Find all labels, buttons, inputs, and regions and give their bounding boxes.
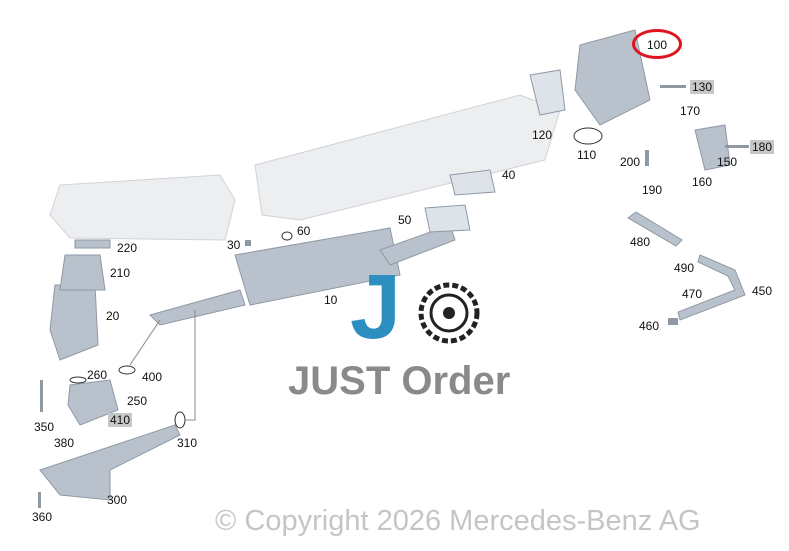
bolt-130 <box>660 85 686 88</box>
part-label-400[interactable]: 400 <box>142 370 163 384</box>
copyright-watermark: © Copyright 2026 Mercedes-Benz AG <box>215 505 701 537</box>
part-label-10[interactable]: 10 <box>324 293 338 307</box>
part-label-200[interactable]: 200 <box>620 155 641 169</box>
gasket-50 <box>424 204 471 233</box>
part-label-450[interactable]: 450 <box>752 284 773 298</box>
intake-manifold-right <box>254 94 561 221</box>
throttle-flange <box>694 124 731 171</box>
part-label-170[interactable]: 170 <box>680 104 701 118</box>
part-label-130[interactable]: 130 <box>690 80 715 94</box>
highlight-circle-100 <box>632 29 682 59</box>
leader-line-310 <box>186 310 196 421</box>
part-label-300[interactable]: 300 <box>107 493 128 507</box>
part-label-380[interactable]: 380 <box>54 436 75 450</box>
bolt-200 <box>645 150 649 166</box>
part-label-360[interactable]: 360 <box>32 510 53 524</box>
part-label-480[interactable]: 480 <box>630 235 651 249</box>
part-label-210[interactable]: 210 <box>110 266 131 280</box>
part-label-260[interactable]: 260 <box>87 368 108 382</box>
part-label-470[interactable]: 470 <box>682 287 703 301</box>
gasket-40 <box>449 169 496 196</box>
bolt-350 <box>40 380 43 412</box>
logo-letter: J <box>350 256 402 358</box>
bolt-360 <box>38 492 41 508</box>
logo-text: JUST Order <box>288 359 511 403</box>
intake-manifold-left <box>49 174 236 241</box>
o-ring-310 <box>174 411 186 429</box>
egr-valve <box>574 29 651 126</box>
part-label-410[interactable]: 410 <box>108 413 133 427</box>
gasket-220 <box>74 239 111 249</box>
leader-line-400 <box>129 319 161 366</box>
o-ring-60 <box>281 231 293 241</box>
part-label-250[interactable]: 250 <box>127 394 148 408</box>
part-label-190[interactable]: 190 <box>642 183 663 197</box>
o-ring-400 <box>118 365 136 375</box>
egr-pipe-upper <box>379 224 456 266</box>
part-label-220[interactable]: 220 <box>117 241 138 255</box>
egr-cooler <box>234 227 401 306</box>
part-label-30[interactable]: 30 <box>227 238 241 252</box>
part-label-350[interactable]: 350 <box>34 420 55 434</box>
part-label-110[interactable]: 110 <box>577 148 597 162</box>
part-label-310[interactable]: 310 <box>177 436 198 450</box>
bolt-460 <box>668 318 678 325</box>
part-label-490[interactable]: 490 <box>674 261 695 275</box>
pipe-300 <box>39 424 181 501</box>
gasket-210 <box>59 254 106 291</box>
part-label-160[interactable]: 160 <box>692 175 713 189</box>
part-label-180[interactable]: 180 <box>750 140 775 154</box>
part-label-60[interactable]: 60 <box>297 224 311 238</box>
part-label-40[interactable]: 40 <box>502 168 516 182</box>
bearing-logo-icon <box>418 282 480 344</box>
part-label-150[interactable]: 150 <box>717 155 738 169</box>
part-label-100[interactable]: 100 <box>647 38 668 52</box>
part-label-460[interactable]: 460 <box>639 319 660 333</box>
o-ring-260 <box>69 376 87 384</box>
part-label-120[interactable]: 120 <box>532 128 553 142</box>
part-label-50[interactable]: 50 <box>398 213 412 227</box>
bolt-30 <box>245 240 251 246</box>
egr-pipe <box>149 289 246 326</box>
gasket-120 <box>529 69 566 116</box>
o-ring-110 <box>573 127 603 145</box>
part-label-20[interactable]: 20 <box>106 309 120 323</box>
bolt-180 <box>725 145 749 148</box>
pipe-250 <box>67 379 119 426</box>
pipe-450 <box>677 254 746 321</box>
thermostat <box>49 284 99 361</box>
pipe-480 <box>627 211 683 247</box>
